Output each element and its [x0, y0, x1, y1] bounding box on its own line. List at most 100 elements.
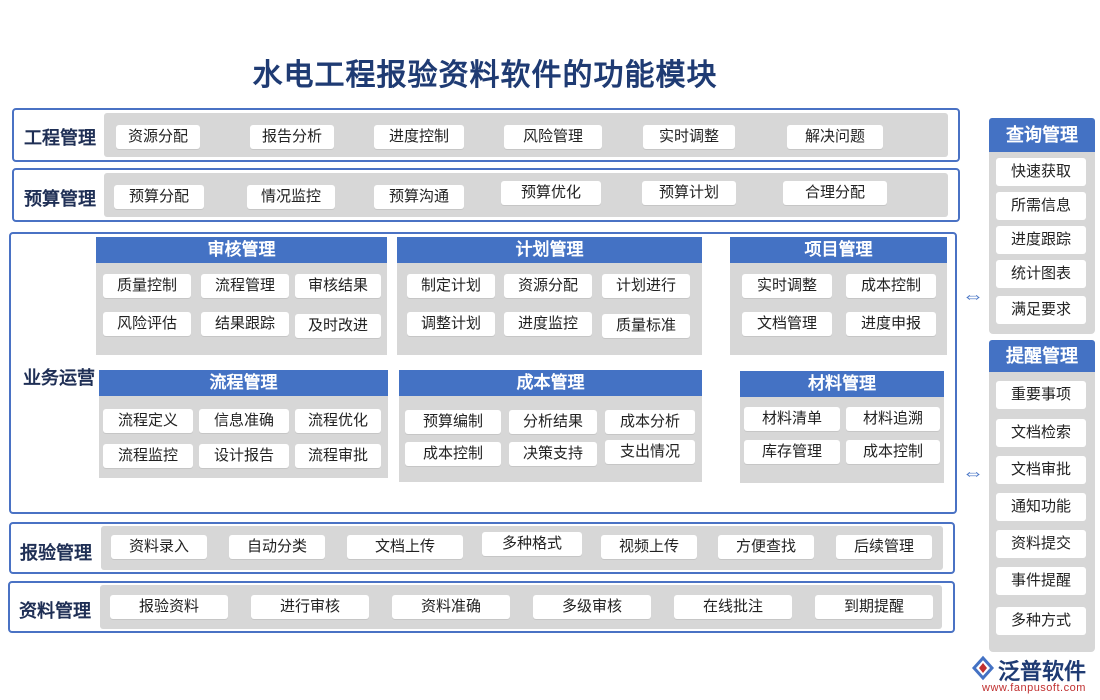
group-chengben-title: 成本管理 [399, 370, 702, 396]
group-shenhe-item: 质量控制 [103, 274, 191, 298]
group-liucheng-body: 流程定义 信息准确 流程优化 流程监控 设计报告 流程审批 [99, 396, 388, 478]
group-chengben-item: 预算编制 [405, 410, 501, 434]
group-jihua-item: 资源分配 [504, 274, 592, 298]
side-chaxun-item: 快速获取 [996, 158, 1086, 186]
group-liucheng-item: 流程定义 [103, 409, 193, 433]
row-baoyan-item: 资料录入 [111, 535, 207, 559]
logo-url: www.fanpusoft.com [982, 682, 1086, 694]
logo-name: 泛普软件 [998, 659, 1087, 684]
group-jihua-item: 进度监控 [504, 312, 592, 336]
group-shenhe-title: 审核管理 [96, 237, 387, 263]
double-arrow-icon: ⇔ [962, 283, 984, 308]
row-ziliao-item: 报验资料 [110, 595, 228, 619]
row-ziliao-band: 报验资料 进行审核 资料准确 多级审核 在线批注 到期提醒 [100, 585, 942, 629]
group-xiangmu-item: 文档管理 [742, 312, 832, 336]
group-chengben-item: 成本分析 [605, 410, 695, 434]
side-chaxun-body: 快速获取 所需信息 进度跟踪 统计图表 满足要求 [989, 152, 1095, 334]
group-chengben-body: 预算编制 分析结果 成本分析 成本控制 决策支持 支出情况 [399, 396, 702, 482]
row-gongcheng: 工程管理 资源分配 报告分析 进度控制 风险管理 实时调整 解决问题 [12, 108, 960, 162]
group-liucheng-title: 流程管理 [99, 370, 388, 396]
group-shenhe-body: 质量控制 流程管理 审核结果 风险评估 结果跟踪 及时改进 [96, 263, 387, 355]
logo-mark-icon [971, 655, 995, 681]
row-gongcheng-item: 进度控制 [374, 125, 464, 149]
group-jihua-item: 计划进行 [602, 274, 690, 298]
row-baoyan-item: 后续管理 [836, 535, 932, 559]
row-yusuan-item: 合理分配 [783, 181, 887, 205]
side-chaxun-item: 统计图表 [996, 260, 1086, 288]
group-cailiao-title: 材料管理 [740, 371, 944, 397]
double-arrow-icon: ⇔ [962, 460, 984, 485]
row-yusuan-label: 预算管理 [24, 189, 96, 209]
group-cailiao-body: 材料清单 材料追溯 库存管理 成本控制 [740, 397, 944, 483]
row-ziliao: 资料管理 报验资料 进行审核 资料准确 多级审核 在线批注 到期提醒 [8, 581, 955, 633]
group-cailiao-item: 库存管理 [744, 440, 840, 464]
row-ziliao-item: 多级审核 [533, 595, 651, 619]
group-xiangmu-item: 实时调整 [742, 274, 832, 298]
side-tixing-item: 文档审批 [996, 456, 1086, 484]
side-tixing-item: 事件提醒 [996, 567, 1086, 595]
group-shenhe-item: 及时改进 [295, 314, 381, 338]
side-tixing-item: 资料提交 [996, 530, 1086, 558]
side-tixing-item: 通知功能 [996, 493, 1086, 521]
group-cailiao-item: 材料追溯 [846, 407, 940, 431]
row-ziliao-label: 资料管理 [19, 601, 91, 621]
group-shenhe-item: 风险评估 [103, 312, 191, 336]
row-ziliao-item: 到期提醒 [815, 595, 933, 619]
group-liucheng-item: 流程审批 [295, 444, 381, 468]
group-chengben-item: 决策支持 [509, 442, 597, 466]
brand-logo: 泛普软件 www.fanpusoft.com [968, 654, 1096, 698]
group-liucheng-item: 流程优化 [295, 409, 381, 433]
side-tixing-title: 提醒管理 [989, 340, 1095, 372]
group-chengben-item: 分析结果 [509, 410, 597, 434]
row-yusuan-band: 预算分配 情况监控 预算沟通 预算优化 预算计划 合理分配 [104, 173, 948, 217]
group-jihua-title: 计划管理 [397, 237, 702, 263]
group-xiangmu-item: 成本控制 [846, 274, 936, 298]
row-gongcheng-item: 资源分配 [116, 125, 200, 149]
side-tixing-item: 文档检索 [996, 419, 1086, 447]
side-chaxun-item: 满足要求 [996, 296, 1086, 324]
group-jihua-item: 质量标准 [602, 314, 690, 338]
group-xiangmu-title: 项目管理 [730, 237, 947, 263]
group-jihua-body: 制定计划 资源分配 计划进行 调整计划 进度监控 质量标准 [397, 263, 702, 355]
row-yusuan-item: 预算分配 [114, 185, 204, 209]
row-baoyan-item: 多种格式 [482, 532, 582, 556]
side-tixing-item: 重要事项 [996, 381, 1086, 409]
group-cailiao-item: 成本控制 [846, 440, 940, 464]
group-liucheng-item: 信息准确 [199, 409, 289, 433]
row-baoyan: 报验管理 资料录入 自动分类 文档上传 多种格式 视频上传 方便查找 后续管理 [9, 522, 955, 574]
group-jihua-item: 调整计划 [407, 312, 495, 336]
row-baoyan-item: 视频上传 [601, 535, 697, 559]
group-chengben-item: 支出情况 [605, 440, 695, 464]
row-baoyan-item: 自动分类 [229, 535, 325, 559]
side-tixing-item: 多种方式 [996, 607, 1086, 635]
row-gongcheng-item: 报告分析 [250, 125, 334, 149]
row-baoyan-band: 资料录入 自动分类 文档上传 多种格式 视频上传 方便查找 后续管理 [101, 526, 943, 570]
row-gongcheng-item: 风险管理 [504, 125, 602, 149]
row-yewu-label: 业务运营 [23, 368, 95, 388]
row-gongcheng-item: 解决问题 [787, 125, 883, 149]
group-shenhe-item: 流程管理 [201, 274, 289, 298]
group-liucheng-item: 流程监控 [103, 444, 193, 468]
row-ziliao-item: 在线批注 [674, 595, 792, 619]
row-ziliao-item: 进行审核 [251, 595, 369, 619]
row-yusuan-item: 预算优化 [501, 181, 601, 205]
row-gongcheng-label: 工程管理 [24, 128, 96, 148]
row-baoyan-item: 方便查找 [718, 535, 814, 559]
group-jihua-item: 制定计划 [407, 274, 495, 298]
side-tixing-body: 重要事项 文档检索 文档审批 通知功能 资料提交 事件提醒 多种方式 [989, 372, 1095, 652]
group-xiangmu-item: 进度申报 [846, 312, 936, 336]
row-baoyan-label: 报验管理 [20, 543, 92, 563]
side-chaxun-title: 查询管理 [989, 118, 1095, 152]
row-baoyan-item: 文档上传 [347, 535, 463, 559]
row-gongcheng-item: 实时调整 [643, 125, 735, 149]
group-xiangmu-body: 实时调整 成本控制 文档管理 进度申报 [730, 263, 947, 355]
row-yusuan-item: 预算沟通 [374, 185, 464, 209]
row-yusuan-item: 预算计划 [642, 181, 736, 205]
side-chaxun-item: 进度跟踪 [996, 226, 1086, 254]
group-shenhe-item: 审核结果 [295, 274, 381, 298]
side-chaxun-item: 所需信息 [996, 192, 1086, 220]
row-ziliao-item: 资料准确 [392, 595, 510, 619]
group-cailiao-item: 材料清单 [744, 407, 840, 431]
group-chengben-item: 成本控制 [405, 442, 501, 466]
row-yusuan-item: 情况监控 [247, 185, 335, 209]
